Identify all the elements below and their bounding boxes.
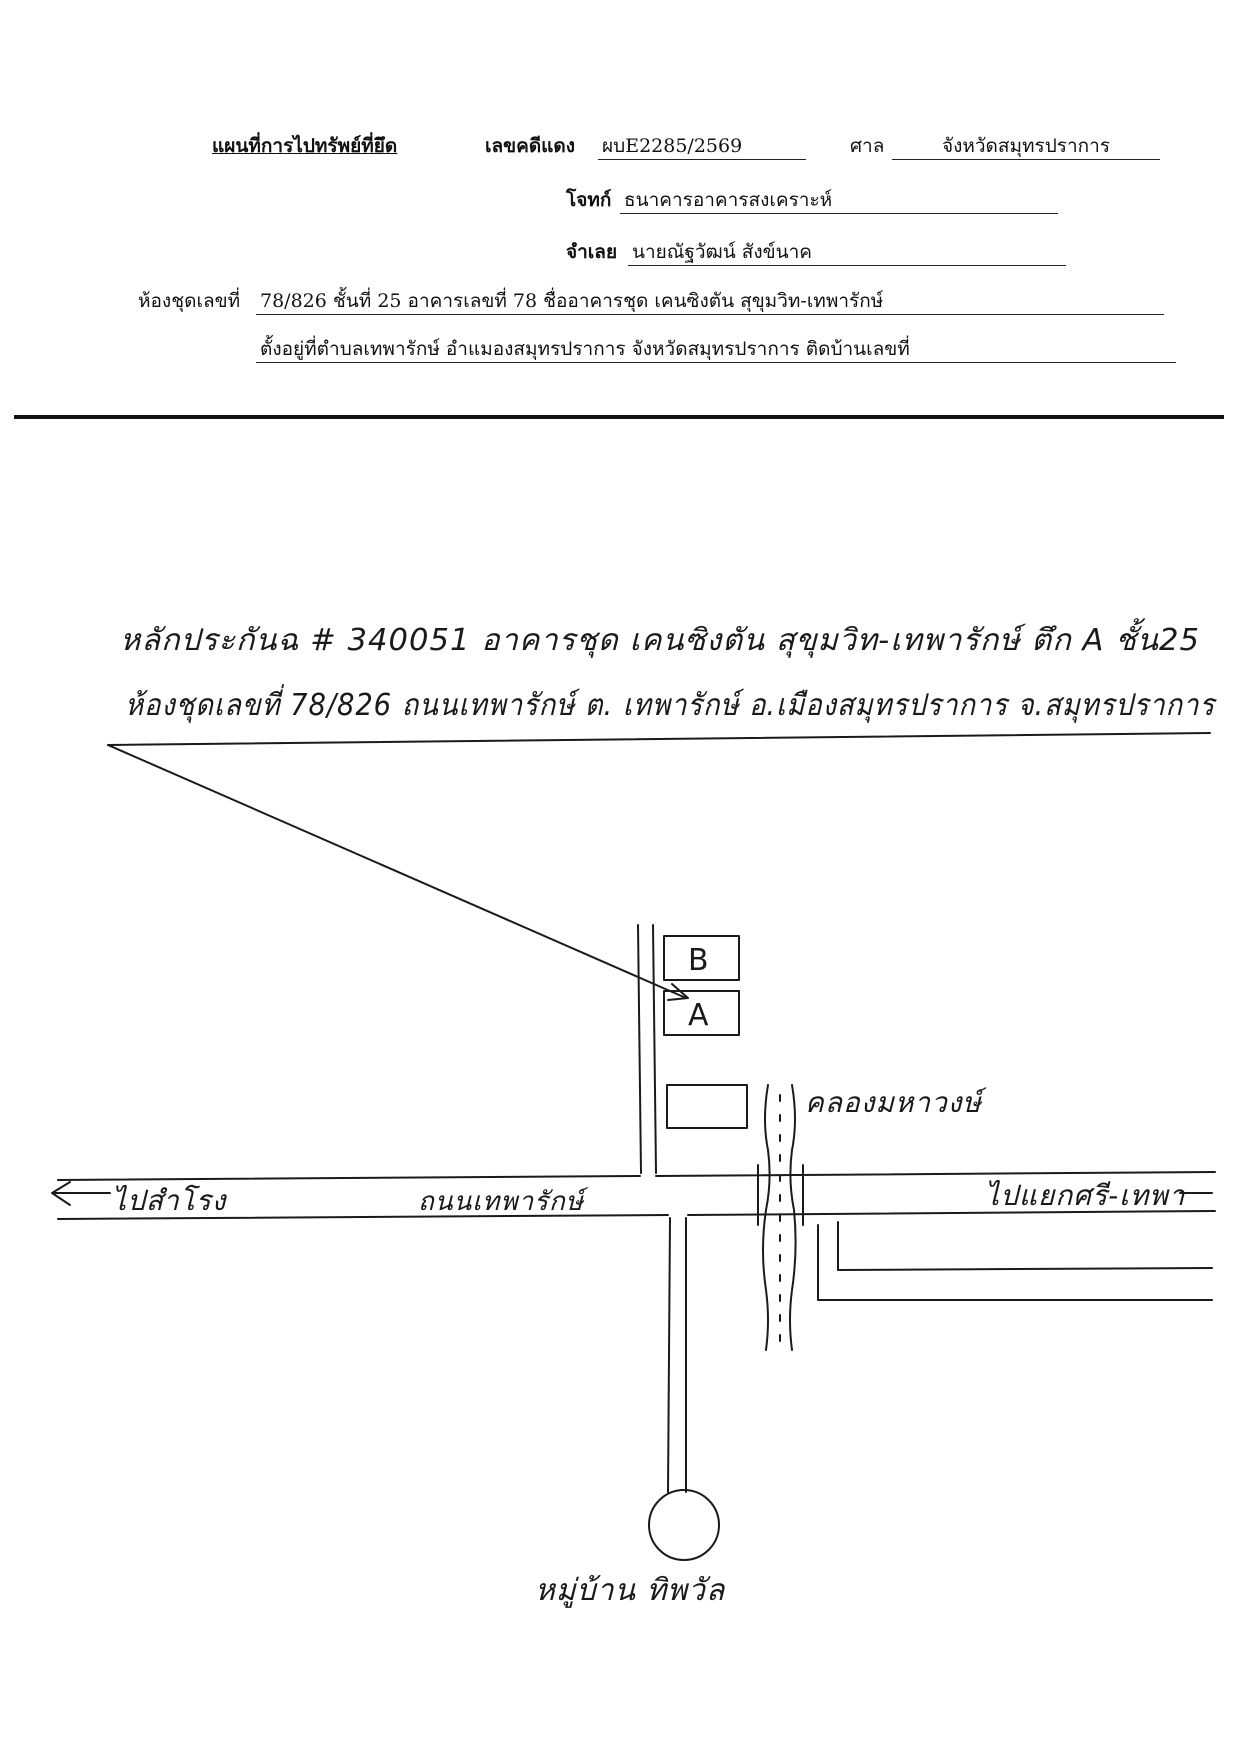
- village-label: หมู่บ้าน ทิพวัล: [535, 1573, 726, 1608]
- south-road-left-edge: [667, 1217, 671, 1493]
- plaintiff-value: ธนาคารอาคารสงเคราะห์: [620, 188, 1058, 214]
- defendant-value: นายณัฐวัฒน์ สังข์นาค: [628, 240, 1066, 266]
- village-roundabout: [648, 1489, 720, 1561]
- main-road-south-edge-right: [824, 1210, 1216, 1215]
- arrow-left-icon: [51, 1181, 111, 1206]
- form-header: แผนที่การไปทรัพย์ที่ยึด เลขคดีแดง ผบE228…: [0, 0, 1242, 380]
- unit-label: ห้องชุดเลขที่: [138, 290, 241, 312]
- document-title: แผนที่การไปทรัพย์ที่ยึด: [212, 135, 398, 157]
- pointer-line: [107, 744, 687, 999]
- road-name-label: ถนนเทพารักษ์: [418, 1187, 589, 1217]
- side-lane-top: [837, 1267, 1213, 1271]
- header-separator: [14, 415, 1224, 419]
- court-label: ศาล: [850, 135, 885, 157]
- main-road-north-edge-left: [57, 1175, 641, 1181]
- defendant-label: จำเลย: [566, 241, 618, 263]
- note-underline: [107, 732, 1211, 746]
- court-value: จังหวัดสมุทรปราการ: [892, 134, 1160, 160]
- location-value: ตั้งอยู่ที่ตำบลเทพารักษ์ อำแมองสมุทรปราก…: [256, 337, 1176, 363]
- pointer-arrowhead: [667, 983, 689, 1001]
- building-b-box: [663, 935, 740, 981]
- main-road-south-edge-left: [57, 1214, 669, 1220]
- building-unlabeled-box: [666, 1084, 748, 1129]
- canal-label: คลองมหาวงษ์: [805, 1086, 988, 1119]
- canal-left-bank: [762, 1084, 771, 1351]
- building-b-label: B: [688, 943, 709, 978]
- main-road-south-edge-mid: [687, 1213, 826, 1216]
- soi-right-edge: [652, 924, 657, 1174]
- plaintiff-label: โจทก์: [566, 189, 612, 211]
- unit-value: 78/826 ชั้นที่ 25 อาคารเลขที่ 78 ชื่ออาค…: [256, 289, 1164, 315]
- building-a-label: A: [688, 998, 709, 1033]
- note-line-1: หลักประกันฉ # 340051 อาคารชุด เคนซิงตัน …: [120, 618, 1200, 658]
- main-road-north-edge-right: [655, 1171, 1216, 1177]
- road-right-label: ไปแยกศรี-เทพา: [985, 1179, 1186, 1212]
- building-a-box: [663, 990, 740, 1036]
- canal-right-bank: [789, 1084, 797, 1351]
- case-number-value: ผบE2285/2569: [598, 134, 806, 160]
- soi-left-edge: [637, 924, 642, 1174]
- note-line-2: ห้องชุดเลขที่ 78/826 ถนนเทพารักษ์ ต. เทพ…: [125, 684, 1218, 723]
- road-left-label: ไปสำโรง: [112, 1184, 228, 1217]
- case-number-label: เลขคดีแดง: [485, 135, 576, 157]
